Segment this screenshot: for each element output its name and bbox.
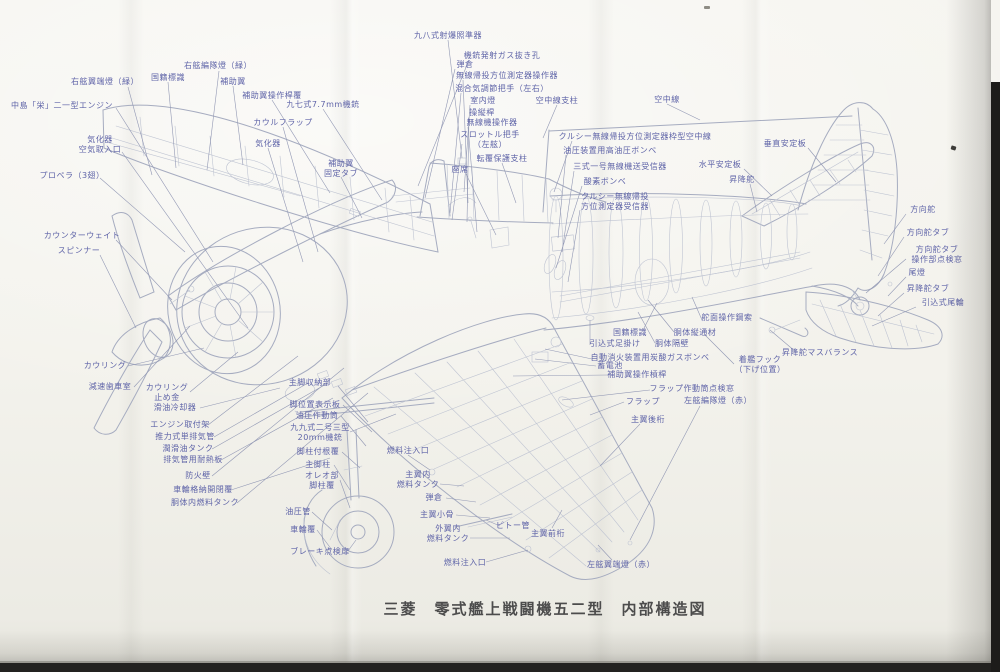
leader-line bbox=[213, 382, 309, 438]
leader-line bbox=[877, 236, 905, 277]
leader-line bbox=[340, 415, 367, 447]
leader-line bbox=[887, 276, 907, 297]
leader-line bbox=[206, 70, 220, 171]
leader-line bbox=[271, 99, 331, 194]
leader-line bbox=[551, 509, 563, 529]
leader-line bbox=[339, 479, 351, 509]
leader-line bbox=[127, 86, 153, 176]
leader-line bbox=[666, 103, 701, 121]
leader-line bbox=[167, 81, 177, 169]
leader-line bbox=[555, 185, 583, 269]
leader-line bbox=[199, 387, 281, 409]
leader-line bbox=[455, 514, 491, 519]
leader-line bbox=[877, 292, 905, 317]
leader-lines bbox=[99, 39, 917, 563]
leader-line bbox=[337, 385, 369, 423]
leader-line bbox=[341, 451, 361, 469]
leader-line bbox=[115, 239, 173, 301]
scan-edge-bottom bbox=[0, 663, 1000, 672]
leader-line bbox=[557, 154, 567, 239]
leader-line bbox=[512, 374, 609, 377]
airframe-outlines bbox=[93, 102, 943, 580]
leader-line bbox=[691, 296, 703, 321]
leader-line bbox=[133, 325, 191, 388]
leader-line bbox=[211, 367, 345, 477]
leader-line bbox=[282, 126, 319, 253]
airframe-details bbox=[105, 116, 935, 575]
leader-line bbox=[407, 454, 431, 471]
leader-line bbox=[485, 519, 501, 527]
leader-line bbox=[629, 405, 701, 541]
leader-line bbox=[220, 397, 334, 461]
leader-line bbox=[267, 147, 304, 263]
leader-line bbox=[211, 382, 329, 450]
scan-speck bbox=[704, 6, 710, 9]
leader-line bbox=[534, 358, 597, 367]
leader-line bbox=[207, 355, 299, 426]
leader-line bbox=[871, 306, 917, 327]
leader-line bbox=[544, 348, 593, 360]
leader-line bbox=[349, 413, 397, 433]
leader-line bbox=[561, 170, 575, 253]
leader-line bbox=[322, 108, 383, 201]
leader-line bbox=[347, 539, 357, 552]
leader-line bbox=[567, 209, 581, 283]
leader-line bbox=[424, 68, 456, 199]
leader-line bbox=[417, 59, 470, 187]
leader-line bbox=[232, 85, 244, 166]
leader-line bbox=[589, 401, 625, 416]
leader-line bbox=[703, 333, 735, 365]
leader-line bbox=[121, 151, 249, 329]
leader-line bbox=[127, 347, 205, 367]
leader-line bbox=[883, 213, 907, 245]
leader-line bbox=[236, 392, 369, 504]
leader-line bbox=[553, 140, 573, 193]
leader-line bbox=[749, 183, 758, 213]
leader-line bbox=[501, 162, 517, 204]
leader-line bbox=[342, 404, 373, 433]
leader-line bbox=[449, 92, 462, 214]
leader-line bbox=[115, 107, 214, 263]
leader-line bbox=[451, 143, 463, 221]
leader-line bbox=[189, 351, 239, 393]
leader-line bbox=[445, 497, 477, 503]
leader-line bbox=[865, 258, 907, 294]
leader-line bbox=[485, 549, 529, 563]
leader-line bbox=[333, 464, 351, 491]
scan-edge-right bbox=[991, 82, 1000, 672]
leader-line bbox=[743, 168, 773, 197]
leader-line bbox=[340, 176, 363, 219]
leader-line bbox=[769, 329, 797, 353]
leader-line bbox=[642, 302, 658, 331]
leader-line bbox=[465, 173, 497, 236]
leader-line bbox=[807, 147, 837, 183]
leader-line bbox=[439, 483, 465, 487]
leader-line bbox=[637, 311, 656, 344]
leader-line bbox=[597, 544, 613, 561]
page-bottom-shadow bbox=[0, 630, 1000, 663]
leader-line bbox=[467, 126, 478, 233]
leader-line bbox=[447, 39, 463, 159]
leader-line bbox=[316, 529, 333, 551]
scan-edge-highlight bbox=[0, 661, 1000, 663]
diagram-title: 三菱 零式艦上戦闘機五二型 内部構造図 bbox=[383, 600, 707, 618]
leader-line bbox=[311, 511, 333, 531]
leader-line bbox=[647, 299, 675, 333]
leader-line bbox=[99, 177, 186, 253]
leader-line bbox=[599, 423, 641, 467]
leader-line bbox=[542, 104, 558, 139]
leader-line bbox=[561, 389, 651, 401]
leader-line bbox=[462, 79, 469, 204]
page-edge-shadow bbox=[946, 0, 991, 672]
leader-line bbox=[99, 254, 137, 329]
leader-line bbox=[230, 457, 331, 491]
